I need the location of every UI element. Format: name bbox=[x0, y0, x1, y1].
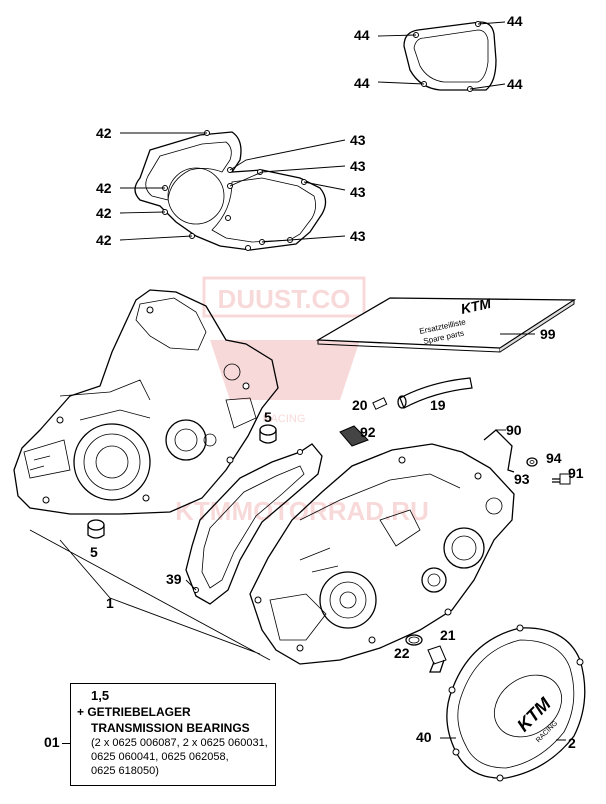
callout-99: 99 bbox=[540, 326, 556, 342]
callout-42-c: 42 bbox=[96, 205, 112, 221]
callout-42-b: 42 bbox=[96, 180, 112, 196]
bushing-5-top bbox=[259, 424, 277, 444]
legend-line-1: 1,5 bbox=[91, 688, 110, 703]
legend-line-2: + GETRIEBELAGER bbox=[77, 705, 191, 719]
callout-44-b: 44 bbox=[507, 13, 523, 29]
callout-44-d: 44 bbox=[507, 76, 523, 92]
gasket-44 bbox=[377, 21, 506, 92]
callout-92: 92 bbox=[360, 424, 376, 440]
legend-ref-number: 01 bbox=[44, 734, 60, 750]
watermark-sub: RACING bbox=[263, 413, 306, 425]
callout-43-a: 43 bbox=[350, 132, 366, 148]
watermark-text-top: DUUST.CO bbox=[218, 284, 351, 314]
callout-43-d: 43 bbox=[350, 228, 366, 244]
parts-legend-box: 1,5 + GETRIEBELAGER TRANSMISSION BEARING… bbox=[70, 683, 276, 786]
callout-22: 22 bbox=[394, 645, 410, 661]
callout-44-c: 44 bbox=[354, 75, 370, 91]
plug-21 bbox=[427, 645, 447, 673]
callout-20: 20 bbox=[352, 397, 368, 413]
screw-91 bbox=[552, 473, 571, 485]
callout-5-a: 5 bbox=[264, 409, 272, 425]
legend-leader-line bbox=[62, 743, 70, 744]
crankcase-right-half bbox=[249, 443, 515, 665]
gasket-42-43 bbox=[119, 130, 346, 251]
callout-19: 19 bbox=[430, 397, 446, 413]
oring-22 bbox=[405, 634, 423, 646]
callout-1: 1 bbox=[106, 595, 114, 611]
nipple-20 bbox=[372, 397, 388, 410]
washer-93-94 bbox=[526, 457, 538, 467]
legend-line-6: 0625 618050) bbox=[91, 765, 159, 777]
callout-94: 94 bbox=[546, 450, 562, 466]
callout-21: 21 bbox=[440, 627, 456, 643]
clutch-cover-2: KTM RACING bbox=[446, 624, 586, 782]
legend-line-3: TRANSMISSION BEARINGS bbox=[91, 721, 250, 735]
callout-5-b: 5 bbox=[90, 544, 98, 560]
booklet-brand: KTM bbox=[459, 295, 492, 317]
callout-91: 91 bbox=[568, 465, 584, 481]
callout-90: 90 bbox=[506, 422, 522, 438]
callout-44-a: 44 bbox=[354, 27, 370, 43]
callout-93: 93 bbox=[514, 471, 530, 487]
callout-42-a: 42 bbox=[96, 125, 112, 141]
plate-92 bbox=[339, 425, 369, 447]
callout-43-c: 43 bbox=[350, 184, 366, 200]
breather-hose-19 bbox=[397, 377, 473, 409]
callout-43-b: 43 bbox=[350, 158, 366, 174]
legend-line-4: (2 x 0625 006087, 2 x 0625 060031, bbox=[91, 737, 268, 749]
crankcase-left-half bbox=[13, 289, 279, 515]
bushing-5-bottom bbox=[87, 519, 105, 539]
callout-42-d: 42 bbox=[96, 232, 112, 248]
legend-line-5: 0625 060041, 0625 062058, bbox=[91, 751, 229, 763]
callout-39: 39 bbox=[166, 571, 182, 587]
callout-2: 2 bbox=[568, 735, 576, 751]
gasket-39 bbox=[185, 443, 323, 605]
clip-90 bbox=[483, 429, 515, 473]
callout-1-bracket bbox=[29, 529, 271, 661]
callout-40: 40 bbox=[416, 729, 432, 745]
spare-parts-booklet: KTM Ersatzteilliste Spare parts bbox=[315, 295, 577, 353]
